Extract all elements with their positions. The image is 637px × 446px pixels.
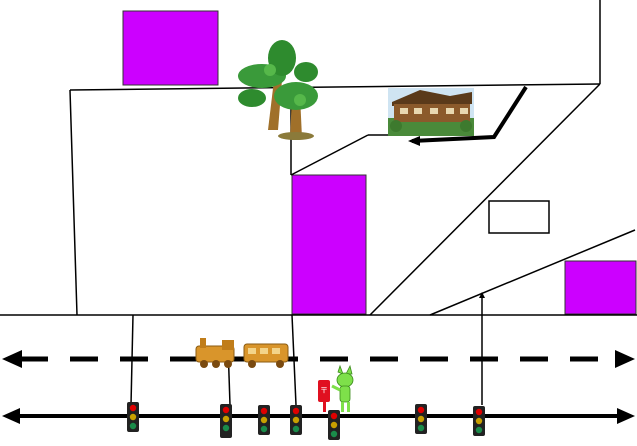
post-box-icon: 〒 [318, 380, 330, 412]
empty-sign-box [488, 200, 550, 234]
arrow-head-small [479, 292, 485, 298]
traffic-light-icon [258, 405, 270, 435]
traffic-light-icon [127, 402, 139, 432]
steam-train-icon [195, 338, 289, 368]
tree-icon [238, 40, 318, 140]
cat-mascot-icon [331, 364, 354, 412]
solid-road [2, 408, 635, 424]
traffic-lights [127, 402, 485, 440]
building-right [564, 260, 637, 315]
traffic-light-icon [415, 404, 427, 434]
path-arrow [411, 85, 528, 143]
path-arrow-head [408, 136, 420, 146]
traffic-light-icon [328, 410, 340, 440]
building-center [291, 174, 367, 315]
building-top-left [122, 10, 219, 86]
dashed-road [2, 350, 635, 368]
house-photo-icon [388, 88, 474, 136]
traffic-light-icon [290, 405, 302, 435]
postbox-mark: 〒 [320, 386, 328, 395]
traffic-light-icon [220, 404, 232, 438]
traffic-light-icon [473, 406, 485, 436]
